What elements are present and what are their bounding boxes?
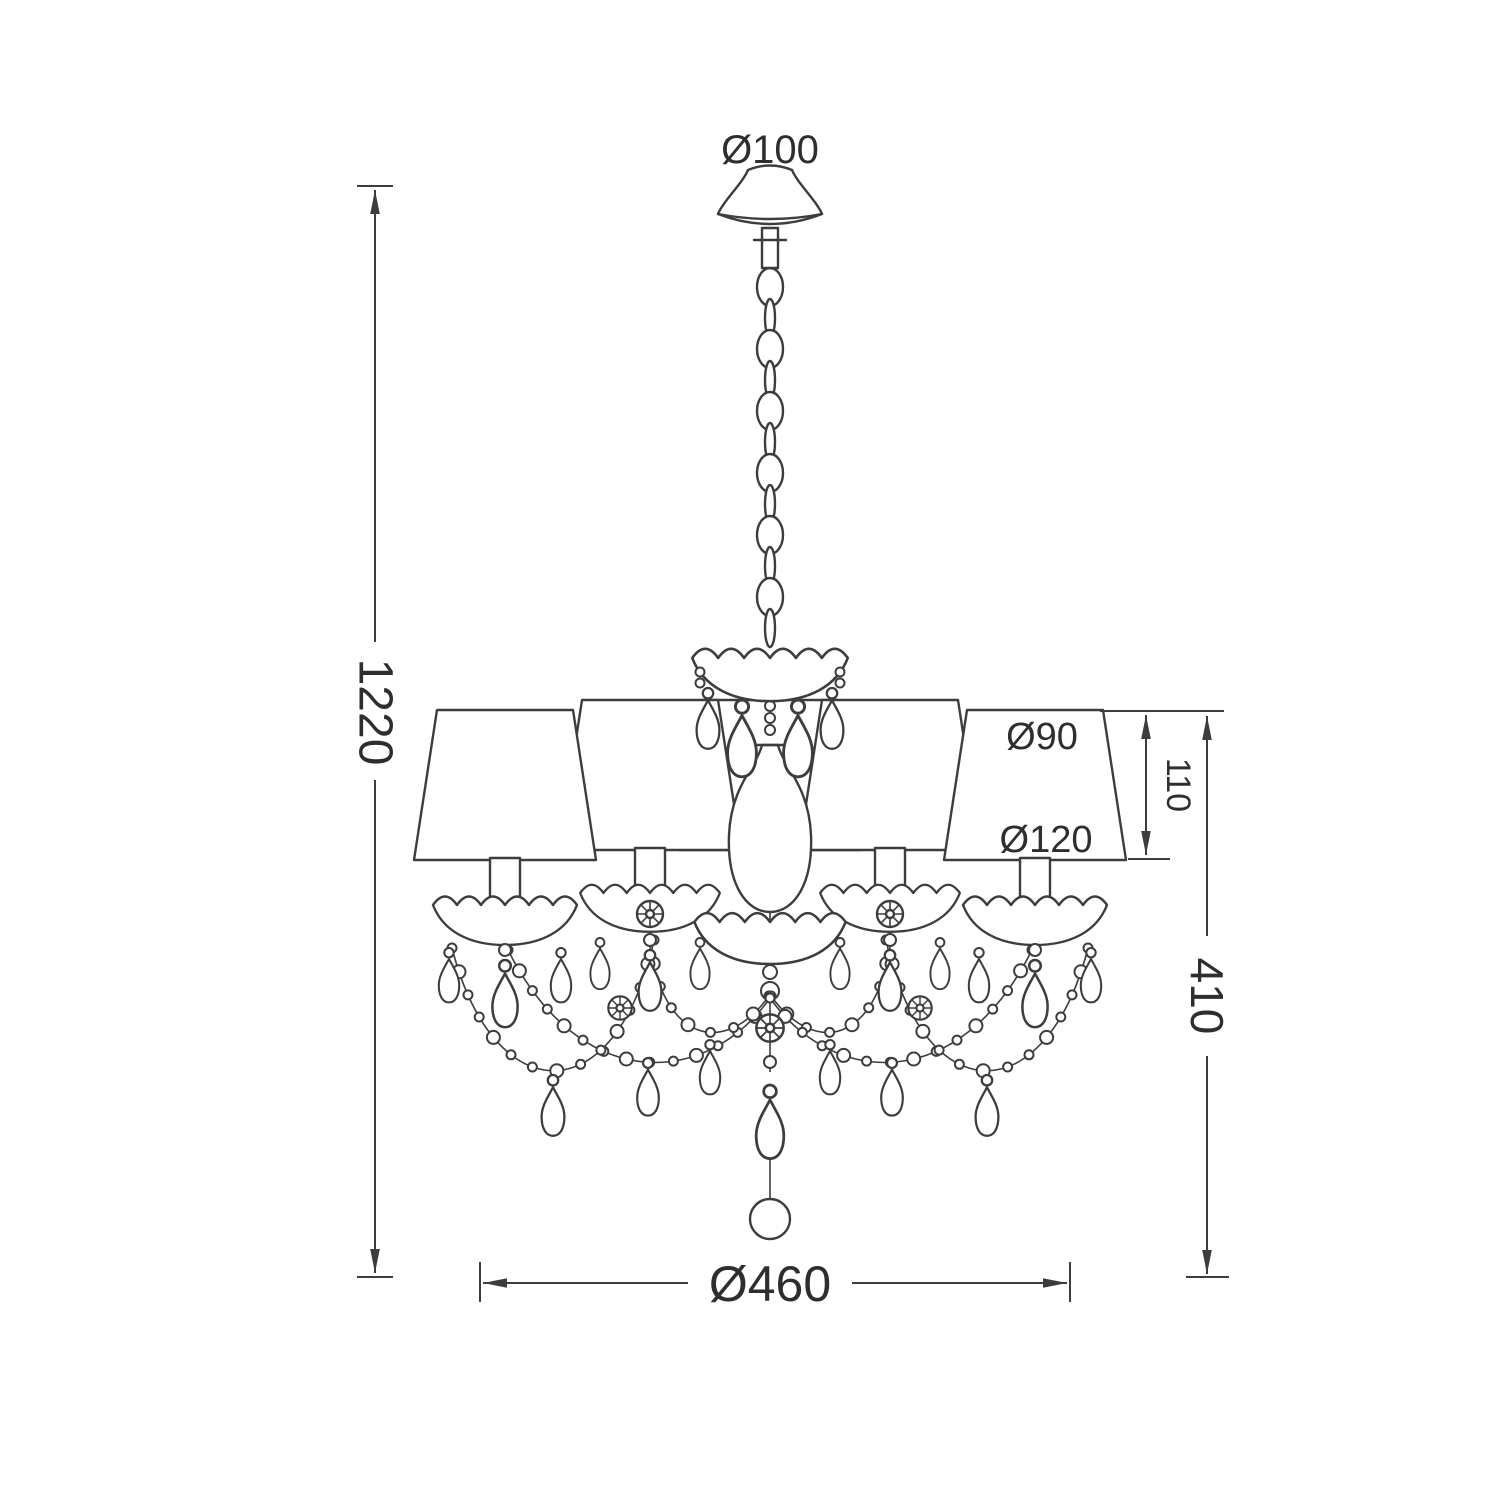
bead xyxy=(1002,985,1014,997)
bead xyxy=(1066,989,1078,1001)
bead xyxy=(704,1026,716,1038)
bead xyxy=(906,1051,922,1067)
bead xyxy=(987,1003,999,1015)
canopy-rim xyxy=(716,212,824,221)
bead xyxy=(485,1029,501,1045)
crystal-drop xyxy=(540,1073,566,1137)
dim-body-height: 410 xyxy=(1181,716,1233,1278)
bead xyxy=(863,1002,875,1014)
center-column xyxy=(748,964,792,1241)
bead xyxy=(609,1023,625,1039)
bead xyxy=(824,1026,836,1038)
ceiling-canopy xyxy=(716,164,824,270)
bead xyxy=(511,963,527,979)
bobeche-outer-left xyxy=(431,895,579,947)
bead xyxy=(745,1006,761,1022)
bead xyxy=(728,1022,740,1033)
bead xyxy=(526,1061,538,1073)
bobeche-center xyxy=(693,911,847,966)
bead xyxy=(1039,1029,1055,1045)
bead xyxy=(473,1011,485,1023)
crystal-drop xyxy=(967,946,991,1004)
bead xyxy=(836,1047,852,1063)
bead xyxy=(556,1018,572,1034)
bead xyxy=(526,985,538,997)
bead xyxy=(764,992,776,1004)
label-body-diameter: Ø460 xyxy=(709,1256,831,1312)
crystal-drop xyxy=(974,1073,1000,1137)
canopy-dome xyxy=(716,164,824,226)
bead xyxy=(595,1044,607,1056)
bead xyxy=(953,1058,965,1070)
chandelier-drawing xyxy=(412,164,1128,1241)
crystal-drop xyxy=(437,946,461,1004)
crown-bobeche xyxy=(690,647,850,703)
bead xyxy=(505,1049,517,1061)
bead xyxy=(462,989,474,1001)
bead xyxy=(861,1055,873,1067)
bead xyxy=(575,1058,587,1070)
crystal-drop xyxy=(549,946,573,1004)
crystal-drop xyxy=(695,686,721,750)
bead xyxy=(915,1023,931,1039)
dimension-annotations: Ø100 1220 Ø90 Ø120 110 410 xyxy=(349,128,1234,1312)
crystal-drop xyxy=(819,686,845,750)
hanging-chain xyxy=(755,266,785,649)
crystal-drop xyxy=(1079,946,1103,1004)
bead xyxy=(844,1017,860,1033)
dim-overall-height: 1220 xyxy=(349,185,402,1278)
rosette xyxy=(755,1013,785,1043)
bead xyxy=(1002,1061,1014,1073)
rosette xyxy=(907,995,933,1021)
bead xyxy=(667,1055,679,1067)
bead xyxy=(1023,1049,1035,1061)
label-shade-height: 110 xyxy=(1159,758,1197,812)
rosette xyxy=(607,995,633,1021)
finial-ball xyxy=(748,1197,792,1241)
shade-outer-left xyxy=(412,708,598,862)
crystal-drop xyxy=(589,937,611,991)
bead xyxy=(796,1026,808,1038)
crystal-drop xyxy=(636,1056,660,1117)
rosette xyxy=(635,899,665,929)
bead xyxy=(688,1047,704,1063)
bead xyxy=(618,1051,634,1067)
label-shade-bottom-diameter: Ø120 xyxy=(1000,819,1093,861)
label-body-height: 410 xyxy=(1181,958,1233,1035)
crystal-drop-bottom xyxy=(754,1083,786,1160)
dim-body-diameter: Ø460 xyxy=(479,1256,1071,1312)
crystal-drop xyxy=(880,1056,904,1117)
crystal-drop xyxy=(929,937,951,991)
bead xyxy=(577,1034,589,1046)
beaded-arms xyxy=(446,934,1094,1079)
bead xyxy=(1055,1011,1067,1023)
bead xyxy=(933,1044,945,1056)
bead xyxy=(968,1018,984,1034)
bead xyxy=(665,1002,677,1014)
crown xyxy=(690,647,850,779)
label-shade-top-diameter: Ø90 xyxy=(1006,716,1078,758)
bead xyxy=(541,1003,553,1015)
bead xyxy=(680,1017,696,1033)
glass-pear xyxy=(727,743,813,914)
canopy-neck xyxy=(760,226,780,270)
hanging-crystals xyxy=(437,899,1103,1137)
label-canopy-diameter: Ø100 xyxy=(721,128,819,172)
label-overall-height: 1220 xyxy=(349,659,402,766)
center-glass-body xyxy=(727,700,813,924)
dim-shade-height: 110 xyxy=(1100,710,1224,860)
crystal-drop xyxy=(829,937,851,991)
crystal-drop xyxy=(689,937,711,991)
bead xyxy=(1013,963,1029,979)
rosette xyxy=(875,899,905,929)
bobeche-outer-right xyxy=(961,895,1109,947)
bead xyxy=(951,1034,963,1046)
